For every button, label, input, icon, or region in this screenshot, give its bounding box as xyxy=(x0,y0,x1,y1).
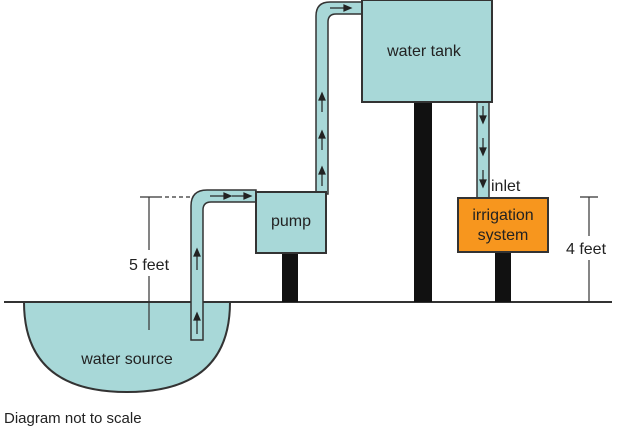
water-tank xyxy=(361,0,493,103)
pump-box xyxy=(255,191,327,254)
scale-note: Diagram not to scale xyxy=(4,410,142,427)
left-height-marker xyxy=(140,196,192,330)
irrigation-label-line2: system xyxy=(478,227,529,244)
inlet-label: inlet xyxy=(491,178,521,195)
irrigation-support xyxy=(495,252,511,302)
water-tank-label: water tank xyxy=(386,43,462,60)
irrigation-label-line1: irrigation xyxy=(472,207,533,224)
right-height-label: 4 feet xyxy=(566,241,607,258)
water-source-label: water source xyxy=(80,351,173,368)
water-source-basin xyxy=(22,301,232,394)
pump-support xyxy=(282,252,298,302)
tank-support xyxy=(414,102,432,302)
irrigation-system-box xyxy=(457,197,549,253)
left-height-label: 5 feet xyxy=(129,257,170,274)
right-height-marker xyxy=(580,196,598,302)
flow-arrows xyxy=(193,4,487,334)
pump-label: pump xyxy=(271,213,311,230)
